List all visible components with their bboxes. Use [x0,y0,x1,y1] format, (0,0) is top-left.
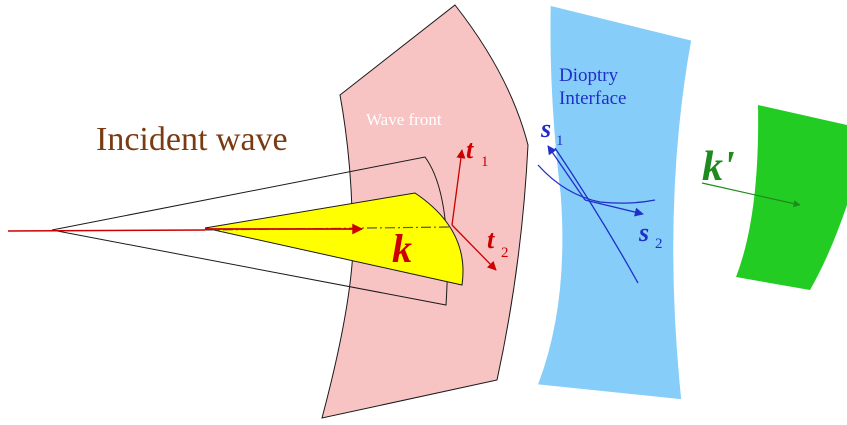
yellow-cone [204,192,464,286]
s2-vector [584,199,644,217]
kprime-vector [701,182,801,208]
s1-curve [537,164,656,204]
t1-subscript: 1 [481,154,489,170]
t2-vector [451,224,497,271]
t2-subscript: 2 [501,245,509,261]
outer-cone [51,156,448,306]
k-label: k [392,226,412,271]
dioptry-label: Dioptry [559,65,619,86]
s1-vector [547,145,586,201]
incident-axis [7,229,206,232]
kprime-label: k' [702,144,735,190]
interface-label: Interface [559,88,627,109]
wave-front-label: Wave front [366,110,442,129]
t1-label: t [466,135,474,164]
s1-subscript: 1 [556,133,564,149]
s1-label: s [540,114,551,143]
refracted-wave-surface [736,105,847,290]
s2-curve [554,147,639,284]
incident-wave-label: Incident wave [96,121,288,158]
s2-label: s [638,218,649,247]
t1-vector [451,149,466,226]
t2-label: t [487,225,495,254]
s2-subscript: 2 [655,236,663,252]
